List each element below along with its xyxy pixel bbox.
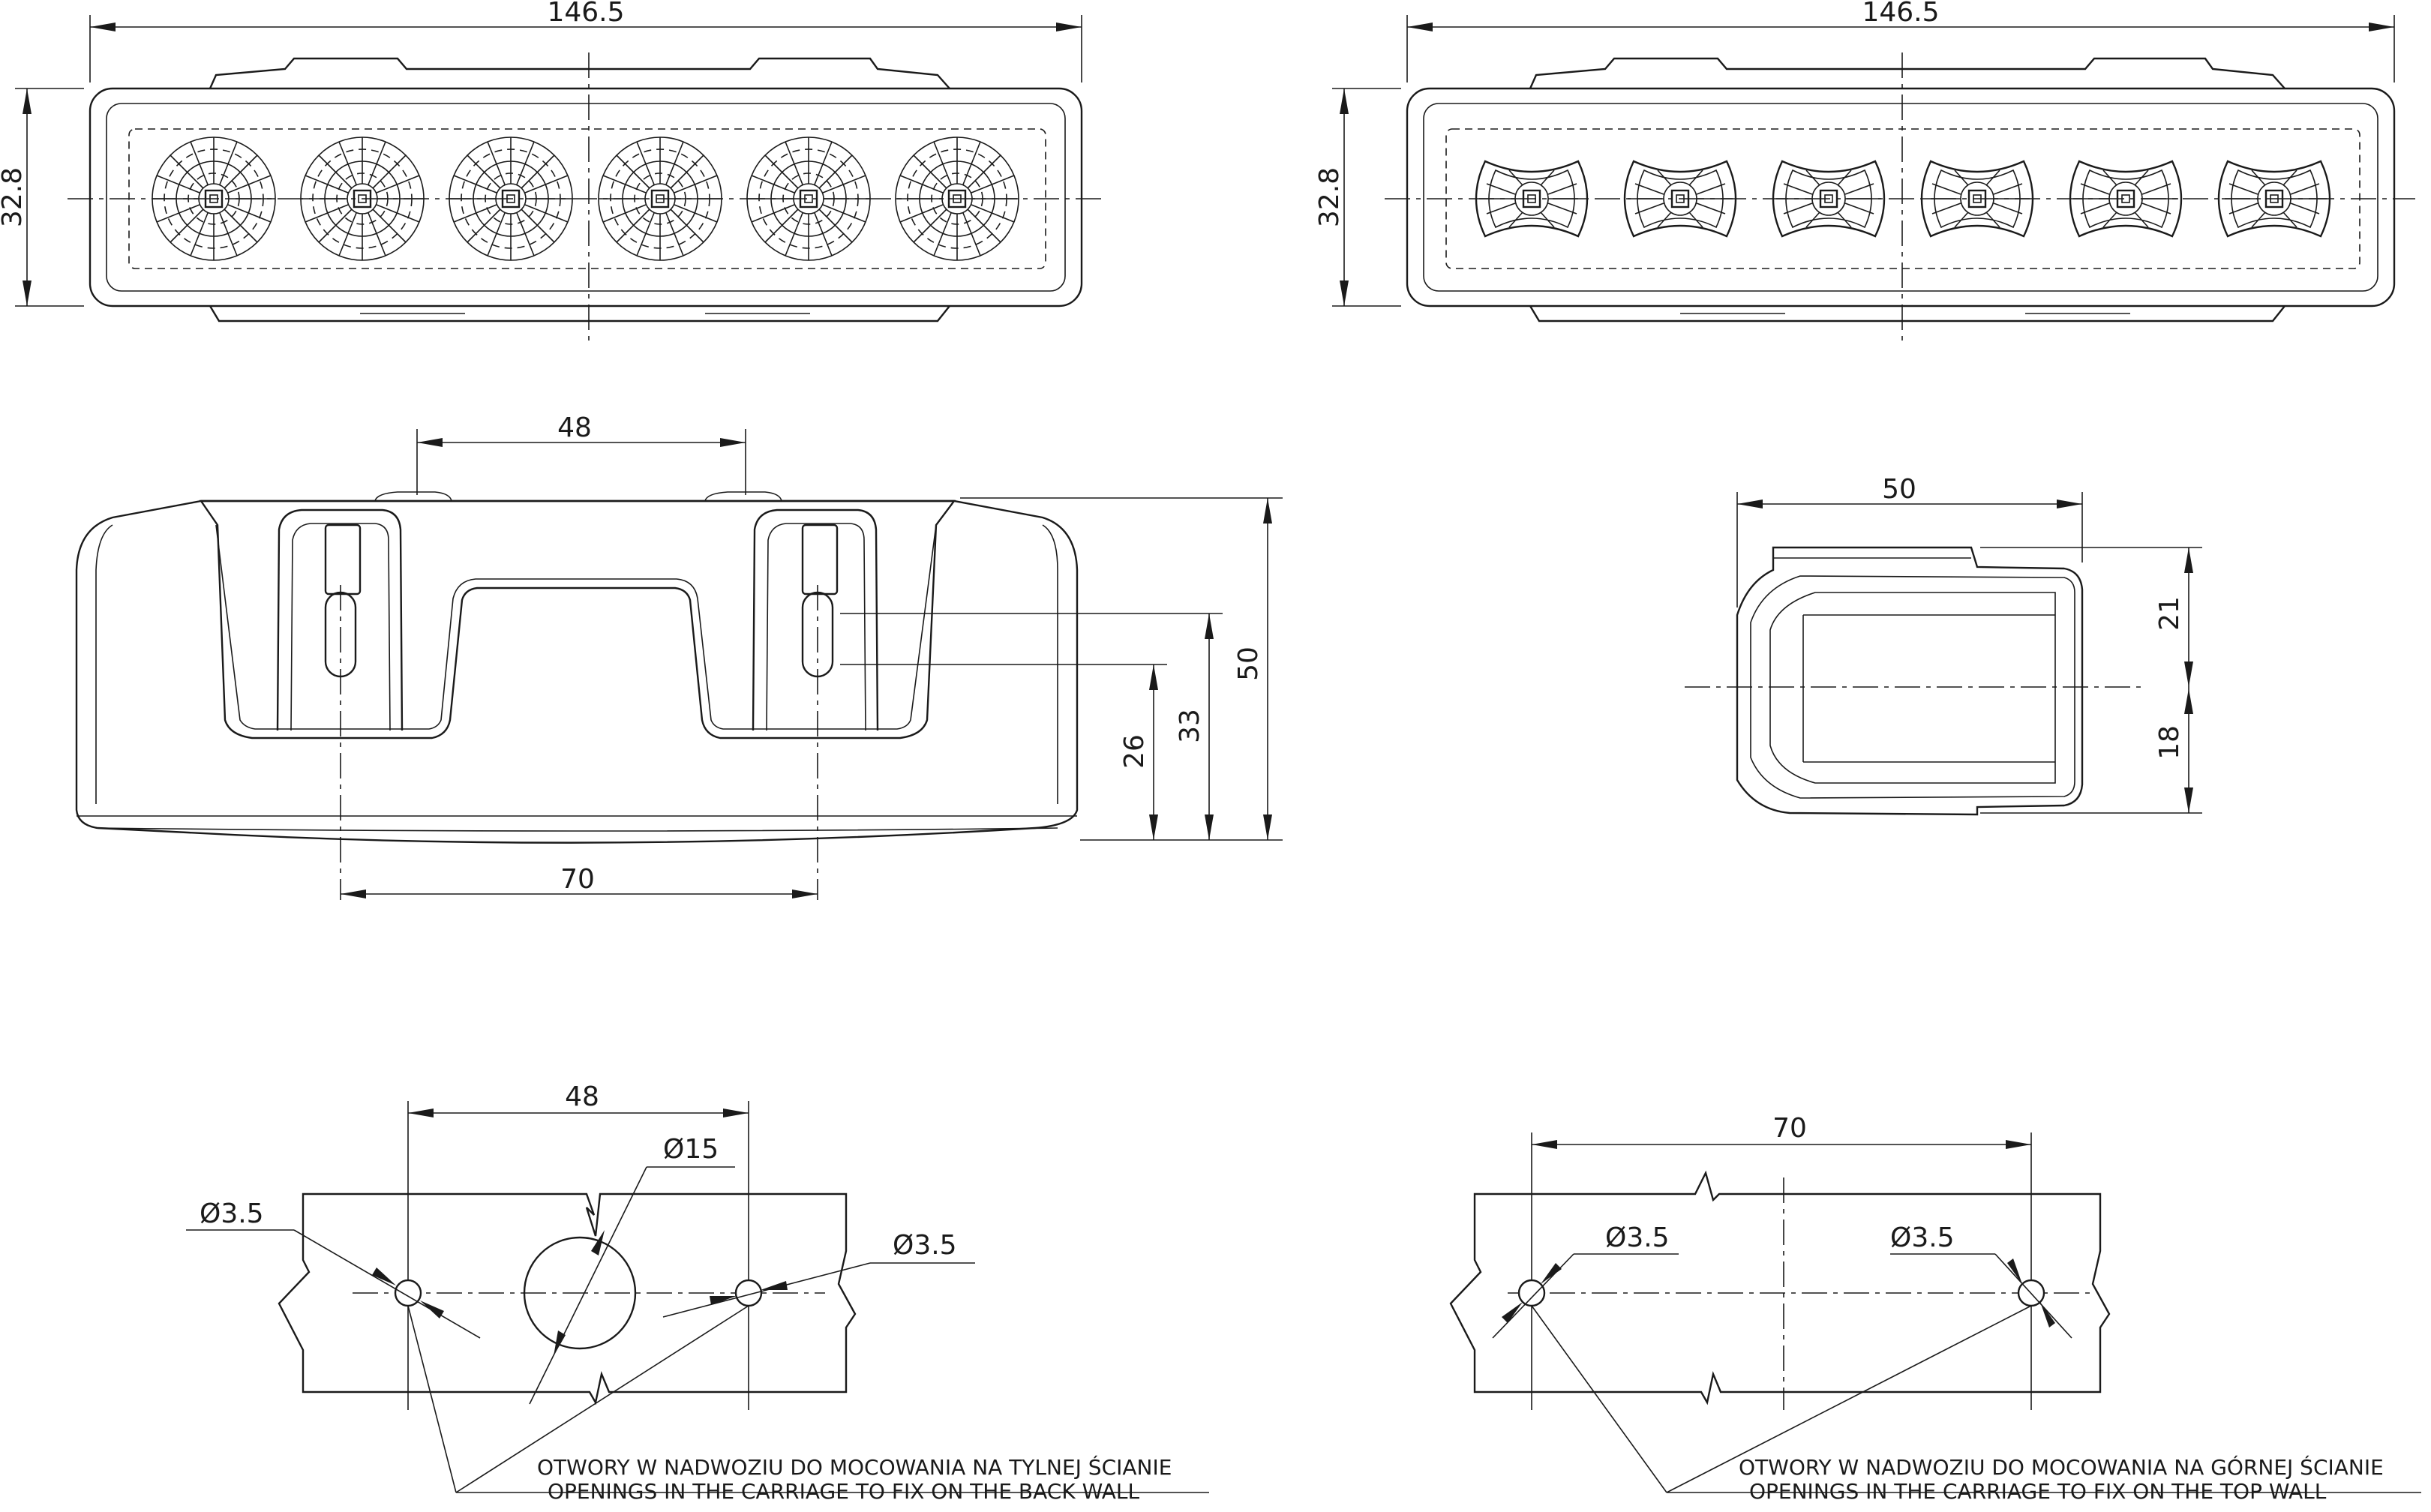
- dim-side-spacing-bottom: 70: [560, 864, 595, 895]
- note-top-wall-pl: OTWORY W NADWOZIU DO MOCOWANIA NA GÓRNEJ…: [1739, 1454, 2384, 1480]
- dim-back-spacing: 48: [565, 1082, 599, 1112]
- dim-end-width: 50: [1882, 474, 1916, 505]
- back-wall-pattern: 48 Ø15 Ø3.5 Ø3.5 OTWORY W NADWOZIU DO MO…: [186, 1082, 1209, 1504]
- dim-side-height-26: 26: [1119, 734, 1150, 769]
- end-view: 50 21 18: [1685, 474, 2202, 816]
- dim-back-center-hole: Ø15: [663, 1134, 719, 1165]
- note-back-wall-en: OPENINGS IN THE CARRIAGE TO FIX ON THE B…: [548, 1479, 1140, 1504]
- dim-end-upper: 21: [2154, 596, 2185, 631]
- dim-end-lower: 18: [2154, 725, 2185, 760]
- dim-side-height-total: 50: [1233, 646, 1264, 681]
- dim-front-left-height: 32.8: [0, 167, 28, 227]
- mounting-hole-right: [734, 1279, 763, 1307]
- dim-front-left-width: 146.5: [547, 0, 624, 28]
- front-view-right: 146.5 32.8: [1314, 0, 2415, 341]
- front-view-left: 146.5 32.8: [0, 0, 1103, 341]
- side-view: 48 70 50 33 26: [75, 412, 1283, 900]
- dim-top-hole-left: Ø3.5: [1605, 1222, 1670, 1253]
- dim-back-hole-right: Ø3.5: [893, 1230, 957, 1261]
- dim-top-spacing: 70: [1772, 1113, 1807, 1144]
- dim-front-right-height: 32.8: [1314, 167, 1345, 227]
- dim-top-hole-right: Ø3.5: [1890, 1222, 1955, 1253]
- dim-side-height-33: 33: [1175, 709, 1205, 743]
- dim-back-hole-left: Ø3.5: [200, 1198, 264, 1229]
- mounting-hole-left: [1517, 1279, 1546, 1307]
- cable-hole: [523, 1236, 637, 1350]
- note-top-wall-en: OPENINGS IN THE CARRIAGE TO FIX ON THE T…: [1749, 1479, 2327, 1504]
- top-wall-pattern: 70 Ø3.5 Ø3.5 OTWORY W NADWOZIU DO MOCOWA…: [1449, 1113, 2421, 1504]
- dim-side-spacing-top: 48: [557, 412, 592, 443]
- note-back-wall-pl: OTWORY W NADWOZIU DO MOCOWANIA NA TYLNEJ…: [537, 1454, 1172, 1480]
- dim-front-right-width: 146.5: [1862, 0, 1939, 28]
